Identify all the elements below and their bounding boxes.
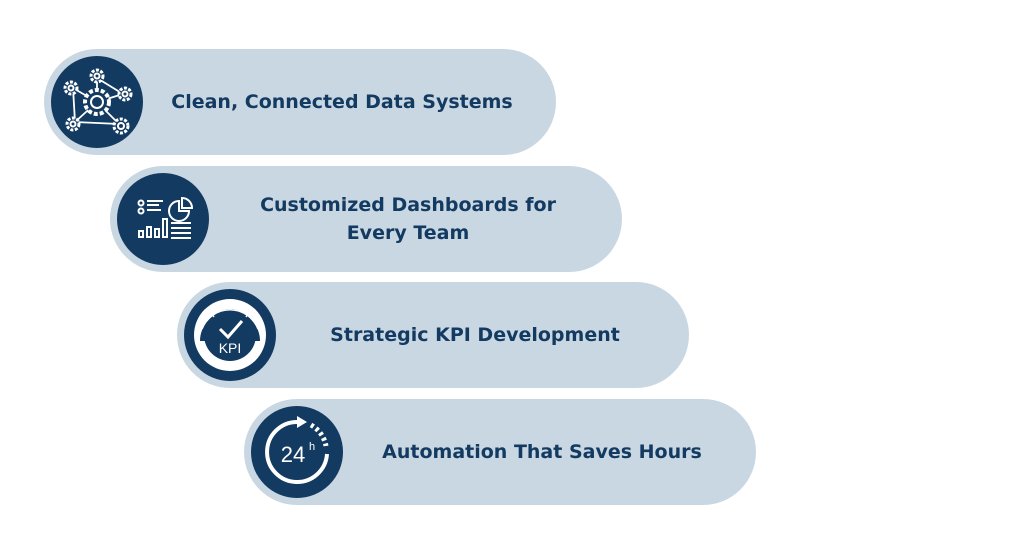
clock-icon-unit: h (309, 441, 315, 453)
feature-label: Strategic KPI Development (330, 324, 620, 346)
kpi-gauge-icon: KPI (184, 289, 276, 381)
24-hour-clock-icon: 24 h (251, 406, 343, 498)
feature-pill-data-systems: Clean, Connected Data Systems (44, 49, 556, 155)
feature-label: Customized Dashboards for Every Team (260, 194, 556, 244)
kpi-icon-text: KPI (219, 340, 242, 356)
feature-label: Clean, Connected Data Systems (171, 91, 513, 113)
feature-pill-automation: 24 h Automation That Saves Hours (244, 399, 756, 505)
dashboard-icon (117, 173, 209, 265)
feature-label: Automation That Saves Hours (382, 441, 702, 463)
feature-pill-kpi: KPI Strategic KPI Development (177, 282, 689, 388)
feature-pill-dashboards: Customized Dashboards for Every Team (110, 166, 622, 272)
clock-icon-hours: 24 (281, 442, 305, 467)
connected-gears-icon (51, 56, 143, 148)
